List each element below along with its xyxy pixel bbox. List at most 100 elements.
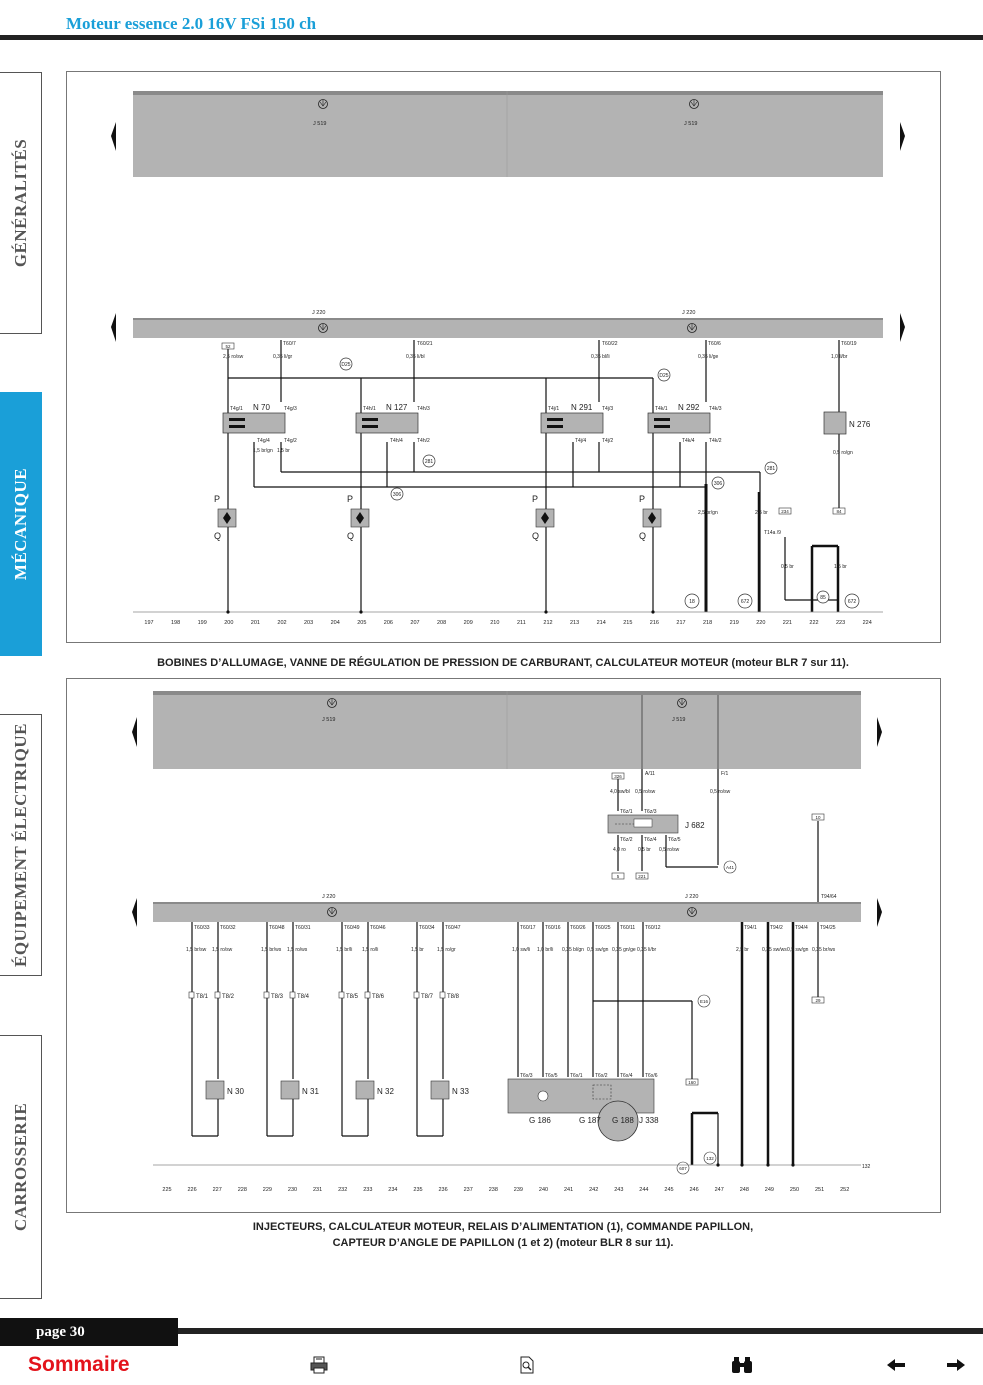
pin-label: T4h/4 xyxy=(390,438,403,444)
scale-number: 203 xyxy=(304,620,313,626)
pin-label: T4k/3 xyxy=(709,406,722,412)
wire-label: 1,5 ro/gr xyxy=(437,947,456,953)
wire-label: 0,35 li/bl xyxy=(406,354,425,360)
tab-label: GÉNÉRALITÉS xyxy=(10,138,30,268)
connector-label: T94/2 xyxy=(770,925,783,931)
search-document-icon[interactable] xyxy=(519,1356,535,1379)
wiring-diagram-ignition: J 519 J 519 J 220 J 220 T60/7 T60/21 T60… xyxy=(66,71,941,643)
ref-label: 52 xyxy=(225,344,231,349)
scale-number: 219 xyxy=(730,620,739,626)
connector-label: T60/47 xyxy=(445,925,461,931)
scale-number: 234 xyxy=(388,1187,397,1193)
scale-number: 243 xyxy=(614,1187,623,1193)
separator-label: T8/3 xyxy=(271,994,284,1000)
ref-label: 234 xyxy=(781,509,789,514)
tab-equipement-electrique[interactable]: ÉQUIPEMENT ÉLECTRIQUE xyxy=(0,714,42,976)
pin-label: T4j/3 xyxy=(602,406,613,412)
p-label: P xyxy=(214,494,220,504)
scale-number: 233 xyxy=(363,1187,372,1193)
scale-number: 245 xyxy=(664,1187,673,1193)
scale-number: 232 xyxy=(338,1187,347,1193)
continue-right-arrow-icon xyxy=(900,122,905,151)
wire-label: 4,0 sw/bl xyxy=(610,789,630,795)
scale-number: 223 xyxy=(836,620,845,626)
ground-symbol-icon xyxy=(318,99,328,109)
component-label: N 33 xyxy=(452,1087,469,1096)
pin-label: T4k/1 xyxy=(655,406,668,412)
ref-label: 160 xyxy=(688,1080,696,1085)
connector-label: T60/17 xyxy=(520,925,536,931)
tab-carrosserie[interactable]: CARROSSERIE xyxy=(0,1035,42,1299)
tab-generalites[interactable]: GÉNÉRALITÉS xyxy=(0,72,42,334)
print-icon[interactable] xyxy=(309,1356,329,1379)
tab-label: MÉCANIQUE xyxy=(10,467,30,581)
wire-label: 0,35 bl/li xyxy=(591,354,610,360)
wiring-diagram-injectors: J 519 J 519 J 682 A/11 F/1 T6z/1 T6z/3 T… xyxy=(66,678,941,1213)
scale-number: 222 xyxy=(809,620,818,626)
connector-label: T60/22 xyxy=(602,341,618,347)
pin-label: T4h/1 xyxy=(363,406,376,412)
pin-label: T4j/4 xyxy=(575,438,586,444)
binoculars-icon[interactable] xyxy=(730,1356,754,1379)
wire-label: 1,5 br/sw xyxy=(186,947,207,953)
scale-number: 221 xyxy=(783,620,792,626)
scale-number: 247 xyxy=(715,1187,724,1193)
scale-number: 226 xyxy=(188,1187,197,1193)
pin-label: T6x/5 xyxy=(545,1073,558,1079)
p-label: P xyxy=(347,494,353,504)
ground-symbol-icon xyxy=(687,323,697,333)
arrow-right-icon[interactable] xyxy=(946,1358,966,1377)
scale-number: 209 xyxy=(464,620,473,626)
scale-number: 249 xyxy=(765,1187,774,1193)
wire-label: 0,5 br xyxy=(638,847,651,853)
pin-label: T6z/2 xyxy=(620,837,633,843)
component-label: N 292 xyxy=(678,403,700,412)
sommaire-link[interactable]: Sommaire xyxy=(28,1353,130,1376)
wire-label: 1,0 li/br xyxy=(831,354,848,360)
wire-label: 0,5 sw/gn xyxy=(787,947,809,953)
scale-number: 206 xyxy=(384,620,393,626)
separator-label: T8/1 xyxy=(196,994,209,1000)
connector-label: T60/12 xyxy=(645,925,661,931)
arrow-left-icon[interactable] xyxy=(886,1358,906,1377)
component-label: N 31 xyxy=(302,1087,319,1096)
component-label: N 276 xyxy=(849,420,871,429)
scale-number: 225 xyxy=(162,1187,171,1193)
caption-line: INJECTEURS, CALCULATEUR MOTEUR, RELAIS D… xyxy=(252,1221,754,1233)
pin-label: T4g/3 xyxy=(284,406,297,412)
ref-label: 281 xyxy=(425,459,434,465)
connector-label: T60/32 xyxy=(220,925,236,931)
pin-label: F/1 xyxy=(721,771,728,777)
scale-number: 214 xyxy=(597,620,606,626)
tab-label: CARROSSERIE xyxy=(10,1102,30,1232)
unit-label: J 220 xyxy=(682,310,695,316)
scale-number: 244 xyxy=(639,1187,648,1193)
ground-symbol-icon xyxy=(687,907,697,917)
connector-label: T60/6 xyxy=(708,341,721,347)
pin-label: T6x/1 xyxy=(570,1073,583,1079)
wire-label: 0,5 ro/sw xyxy=(635,789,656,795)
wire-label: 0,35 bl/gn xyxy=(562,947,584,953)
wire-label: 2,5 br xyxy=(736,947,749,953)
unit-label: J 220 xyxy=(685,894,698,900)
connector-label: T60/21 xyxy=(417,341,433,347)
wire-label: 0,5 ro/sw xyxy=(710,789,731,795)
wire-label: 0,35 br/ws xyxy=(812,947,836,953)
wire-label: 0,35 sw/ws xyxy=(762,947,787,953)
scale-number: 252 xyxy=(840,1187,849,1193)
scale-number: 210 xyxy=(490,620,499,626)
connector-label: T94/4 xyxy=(795,925,808,931)
wire-label: 0,5 ro/gn xyxy=(833,450,853,456)
scale-number: 213 xyxy=(570,620,579,626)
scale-number: 231 xyxy=(313,1187,322,1193)
connector-label: T94/1 xyxy=(744,925,757,931)
q-label: Q xyxy=(347,531,354,541)
tab-mecanique[interactable]: MÉCANIQUE xyxy=(0,392,42,656)
header-rule xyxy=(0,35,983,40)
ref-label: 281 xyxy=(767,466,776,472)
scale-number: 204 xyxy=(331,620,340,626)
connector-label: T60/33 xyxy=(194,925,210,931)
connector-label: T60/19 xyxy=(841,341,857,347)
pin-label: T6x/2 xyxy=(595,1073,608,1079)
wire-label: 1,5 br/ws xyxy=(261,947,282,953)
